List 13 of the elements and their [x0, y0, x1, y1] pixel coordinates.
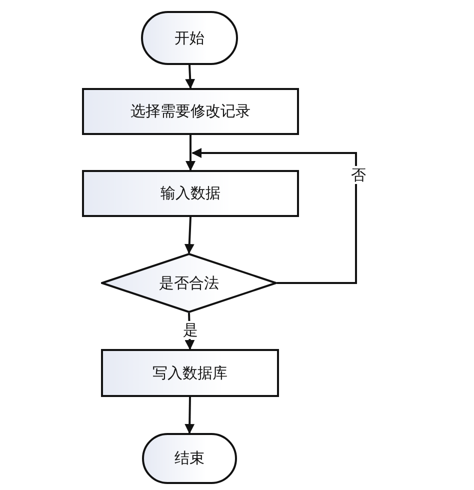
edge-label: 是 [182, 321, 199, 339]
arrow [192, 148, 357, 284]
terminal-pill: 开始 [141, 11, 238, 65]
decision-diamond: 是否合法 [101, 253, 277, 313]
process-box: 输入数据 [82, 170, 299, 217]
arrow [186, 135, 196, 171]
terminal-pill: 结束 [142, 433, 237, 484]
process-box: 写入数据库 [101, 349, 279, 397]
arrow [184, 396, 195, 434]
process-box: 选择需要修改记录 [82, 88, 299, 135]
edge-label: 否 [350, 166, 367, 184]
arrow [184, 216, 194, 254]
arrow [185, 64, 196, 89]
